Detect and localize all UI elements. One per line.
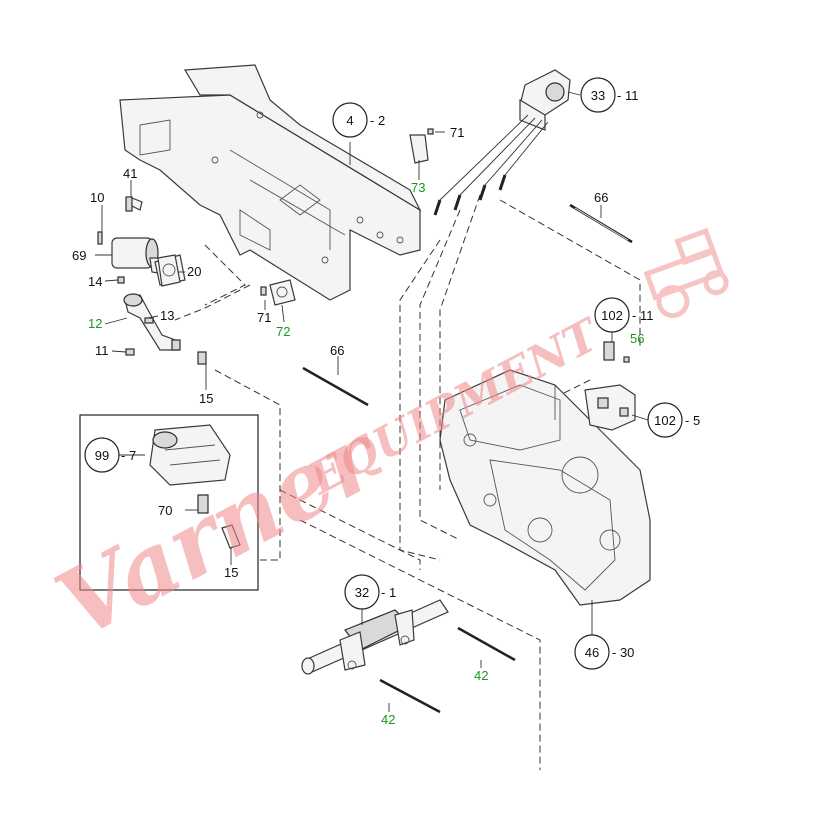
cylinder-32 <box>301 599 449 675</box>
assembly-lines <box>174 194 641 770</box>
label-11: 11 <box>95 343 109 358</box>
callout-46-30: 46 - 30 <box>574 634 634 670</box>
callout-102-11: 102 - 11 <box>594 297 653 333</box>
label-leaders <box>95 91 649 712</box>
svg-text:- 1: - 1 <box>381 585 396 600</box>
svg-text:33: 33 <box>591 88 605 103</box>
label-14: 14 <box>88 274 102 289</box>
label-69: 69 <box>72 248 86 263</box>
svg-text:- 30: - 30 <box>612 645 634 660</box>
label-41: 41 <box>123 166 137 181</box>
label-73: 73 <box>411 180 425 195</box>
label-12: 12 <box>88 316 102 331</box>
svg-text:102: 102 <box>654 413 676 428</box>
svg-text:46: 46 <box>585 645 599 660</box>
label-56: 56 <box>630 331 644 346</box>
label-71-b: 71 <box>257 310 271 325</box>
svg-text:102: 102 <box>601 308 623 323</box>
label-72: 72 <box>276 324 290 339</box>
label-42-b: 42 <box>381 712 395 727</box>
frame-rail-assembly <box>119 64 422 301</box>
svg-text:- 7: - 7 <box>121 448 136 463</box>
callout-102-5: 102 - 5 <box>647 402 700 438</box>
callout-33-11: 33 - 11 <box>580 77 638 113</box>
svg-text:- 5: - 5 <box>685 413 700 428</box>
valve-block-102 <box>584 384 636 431</box>
label-70: 70 <box>158 503 172 518</box>
label-66: 66 <box>594 190 608 205</box>
svg-text:- 11: - 11 <box>632 308 653 323</box>
svg-text:4: 4 <box>346 113 353 128</box>
gasket-20 <box>157 254 181 287</box>
control-valve-33 <box>433 69 571 216</box>
transmission-housing-46 <box>439 369 651 606</box>
small-hardware <box>97 128 630 365</box>
label-66-b: 66 <box>330 343 344 358</box>
label-15: 15 <box>199 391 213 406</box>
label-15-b: 15 <box>224 565 238 580</box>
callout-4-2: 4 - 2 <box>332 102 385 138</box>
label-13: 13 <box>160 308 174 323</box>
svg-text:- 2: - 2 <box>370 113 385 128</box>
label-20: 20 <box>187 264 201 279</box>
part-number-labels: 71 73 66 10 41 69 14 20 71 72 13 12 11 6… <box>72 125 644 727</box>
label-71: 71 <box>450 125 464 140</box>
pump-group-99-box <box>79 414 259 591</box>
svg-text:99: 99 <box>95 448 109 463</box>
svg-text:- 11: - 11 <box>617 88 638 103</box>
callout-32-1: 32 - 1 <box>344 574 396 610</box>
label-42: 42 <box>474 668 488 683</box>
svg-text:32: 32 <box>355 585 369 600</box>
rods-42 <box>379 626 516 714</box>
label-10: 10 <box>90 190 104 205</box>
callout-99-7: 99 - 7 <box>84 437 136 473</box>
rod-66-upper <box>569 203 633 244</box>
rod-66-lower <box>302 366 369 407</box>
